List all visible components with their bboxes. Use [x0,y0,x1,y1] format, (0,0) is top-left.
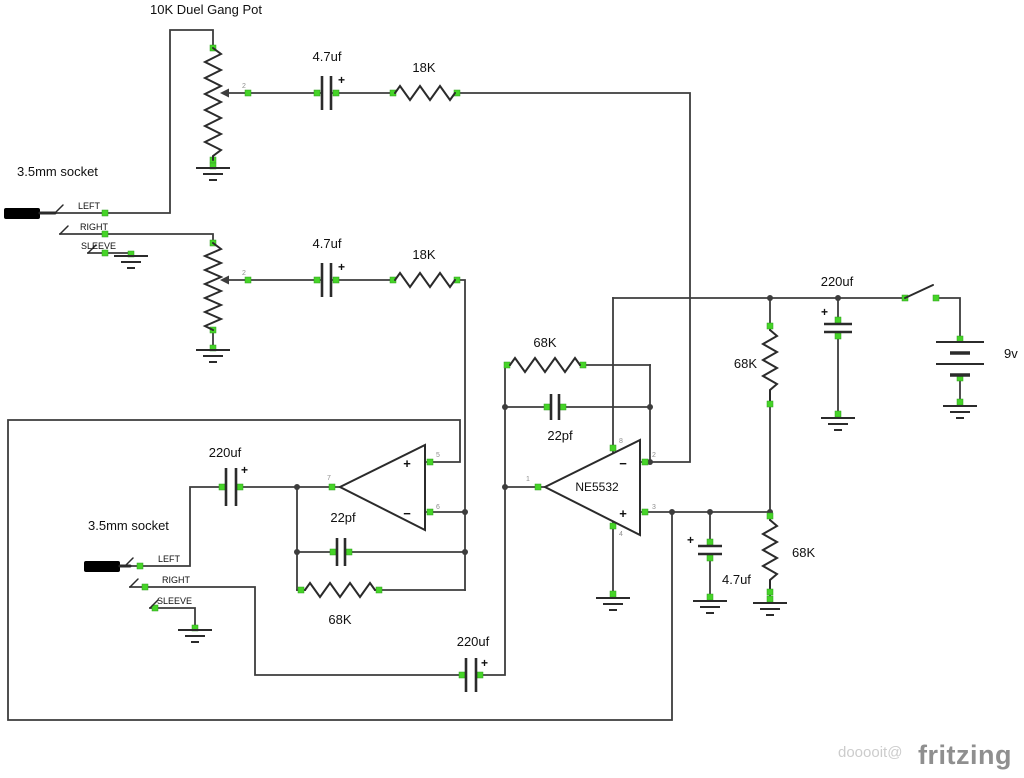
plus-sign: + [241,463,248,477]
cap-label: 220uf [209,445,242,460]
feedback-res-top: 68K [509,335,581,374]
input-cap-top: + 4.7uf [313,49,345,110]
jack-sleeve-label: SLEEVE [157,596,192,606]
ground-icon [693,600,727,614]
res-label: 18K [412,247,435,262]
pot2-wiper-pin: 2 [242,270,246,277]
watermark-author: dooooit@ [838,744,902,761]
ground-icon [196,349,230,363]
opamp2-part-label: NE5532 [575,480,619,494]
jack-right-label: RIGHT [162,575,191,585]
res-label: 18K [412,60,435,75]
res-label: 68K [533,335,556,350]
plug-body-icon [4,208,40,219]
wiper-arrow-icon [220,88,229,98]
opamp2-pin1: 1 [526,476,530,483]
opamp1-pin5: 5 [436,452,440,459]
opamp1-pin7: 7 [327,475,331,482]
cap-label: 22pf [547,428,573,443]
ground-icon [178,629,212,643]
jack-left-label: LEFT [158,554,181,564]
watermark: dooooit@ fritzing [838,740,1012,770]
plus-sign: + [821,305,828,319]
input-jack: 3.5mm socket LEFT RIGHT SLEEVE [4,164,116,254]
plus-sign: + [687,533,694,547]
plus-sign: + [338,260,345,274]
opamp2-pin8: 8 [619,438,623,445]
opamp2-plus-sign: + [619,506,627,521]
ground-icon [196,167,230,181]
ground-icon [943,405,977,419]
opamp2-minus-sign: − [619,456,627,471]
virtual-ground-cap: + 4.7uf [687,533,751,587]
jack-right-label: RIGHT [80,222,109,232]
plus-sign: + [481,656,488,670]
opamp-triangle [337,443,426,532]
cap-label: 22pf [330,510,356,525]
switch-lever [904,284,934,299]
cap-label: 4.7uf [722,572,751,587]
cap-label: 220uf [821,274,854,289]
feedback-res-left: 68K [304,581,376,627]
power-cap: + 220uf [821,274,854,334]
opamp-2: − + NE5532 2 3 1 8 4 [526,438,656,538]
opamp2-pin2: 2 [652,452,656,459]
opamp1-pin6: 6 [436,504,440,511]
ground-icon [821,417,855,431]
res-label: 68K [734,356,757,371]
res-label: 68K [792,545,815,560]
wiper-arrow-icon [220,275,229,285]
ground-symbols [114,167,977,643]
battery: 9v [936,341,1018,377]
jack-left-label: LEFT [78,201,101,211]
cap-label: 220uf [457,634,490,649]
output-socket-label: 3.5mm socket [88,518,169,533]
feedback-cap-left: 22pf [330,510,356,566]
ground-icon [596,597,630,611]
rail-res-top: 68K [734,329,780,401]
battery-label: 9v [1004,346,1018,361]
output-cap-bottom: + 220uf [457,634,490,692]
pin-pads [101,44,964,679]
power-switch [904,284,934,299]
output-jack: 3.5mm socket LEFT RIGHT SLEEVE [84,518,192,609]
rail-res-bottom: 68K [760,519,815,589]
opamp-1: + − 5 6 7 [327,443,440,532]
cap-label: 4.7uf [313,236,342,251]
opamp2-pin3: 3 [652,504,656,511]
input-cap-bottom: + 4.7uf [313,236,345,297]
ground-icon [753,602,787,616]
potentiometer-1: 10K Duel Gang Pot 2 [150,2,262,161]
plus-sign: + [338,73,345,87]
cap-label: 4.7uf [313,49,342,64]
opamp1-plus-sign: + [403,456,411,471]
plug-body-icon [84,561,120,572]
opamp1-minus-sign: − [403,506,411,521]
output-cap-left: + 220uf [209,445,248,506]
pot1-wiper-pin: 2 [242,83,246,90]
ground-icon [114,255,148,269]
opamp-triangle [542,438,641,537]
opamp2-pin4: 4 [619,531,623,538]
fritzing-logo: fritzing [918,740,1012,770]
res-label: 68K [328,612,351,627]
input-res-bottom: 18K [394,247,456,289]
potentiometer-2: 2 [202,242,246,331]
feedback-cap-top: 22pf [547,394,573,443]
pot-label: 10K Duel Gang Pot [150,2,262,17]
input-res-top: 18K [394,60,456,102]
jack-sleeve-label: SLEEVE [81,241,116,251]
input-socket-label: 3.5mm socket [17,164,98,179]
